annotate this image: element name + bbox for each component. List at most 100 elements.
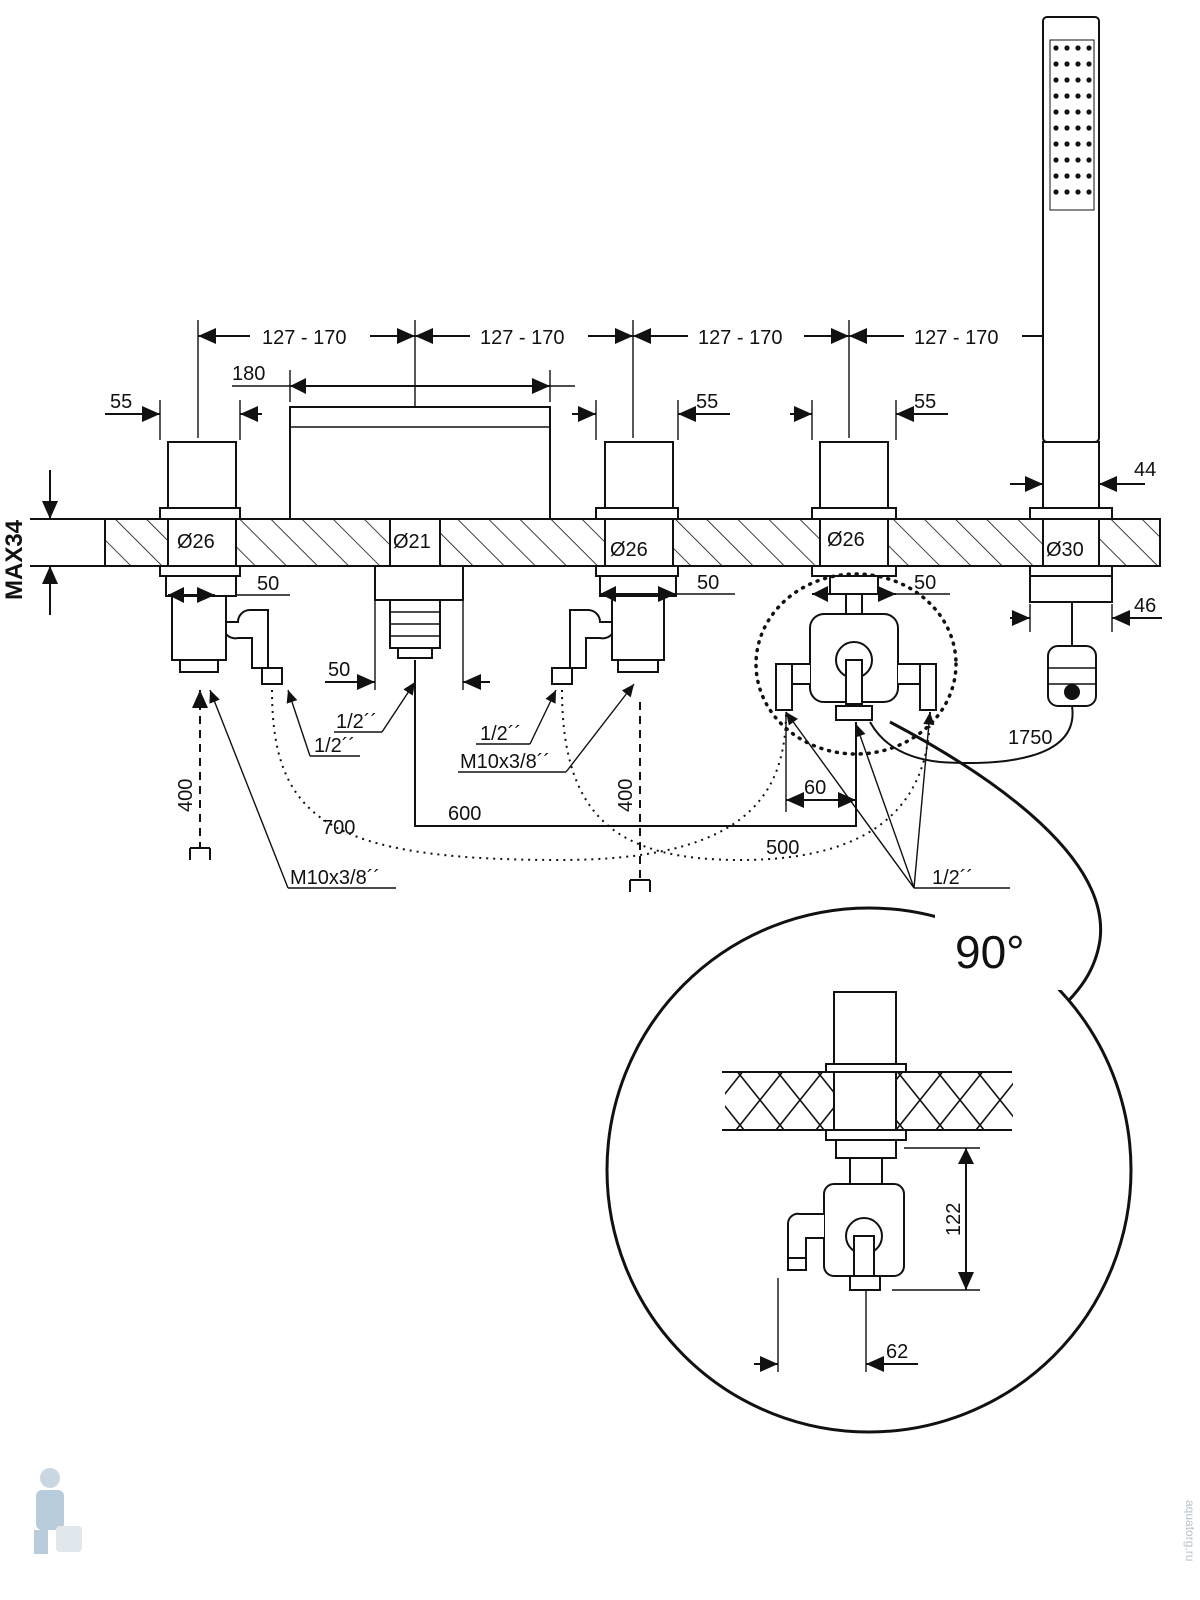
shower-nozzle-dot xyxy=(1086,141,1092,147)
diverter-width-label: 55 xyxy=(914,391,936,413)
spacing-2: 127 - 170 xyxy=(480,327,565,349)
mid-handle-width-dim: 55 xyxy=(572,391,730,440)
detail-view: 90° 122 62 xyxy=(605,900,1133,1434)
shower-nozzle-dot xyxy=(1086,77,1092,83)
shower-holder: Ø30 xyxy=(1029,441,1113,707)
plumber-mascot-icon xyxy=(34,1468,82,1554)
shower-nozzle-dot xyxy=(1053,45,1059,51)
hose-500-label: 500 xyxy=(766,837,799,859)
shower-nozzle-dot xyxy=(1075,77,1081,83)
shower-nozzle-dots xyxy=(1053,45,1092,195)
shower-nozzle-dot xyxy=(1053,93,1059,99)
spout: Ø21 xyxy=(289,406,551,659)
thread-half-d: 1/2´´ xyxy=(932,867,973,889)
dia-mid-label: Ø26 xyxy=(610,539,648,561)
spacing-1: 127 - 170 xyxy=(262,327,347,349)
shower-nozzle-dot xyxy=(1053,77,1059,83)
hose-600-label: 600 xyxy=(448,803,481,825)
spout-below-label: 50 xyxy=(328,659,350,681)
shower-nozzle-dot xyxy=(1064,93,1070,99)
shower-nozzle-dot xyxy=(1075,45,1081,51)
supply-hoses: 400 400 700 500 600 60 xyxy=(175,660,931,892)
shower-nozzle-dot xyxy=(1075,109,1081,115)
shower-nozzle-dot xyxy=(1075,173,1081,179)
left-handle-width-dim: 55 xyxy=(105,391,262,440)
shower-nozzle-dot xyxy=(1053,125,1059,131)
shower-nozzle-dot xyxy=(1064,189,1070,195)
shower-nozzle-dot xyxy=(1053,61,1059,67)
max-thickness-dimension: MAX34 xyxy=(1,470,58,615)
shower-nozzle-dot xyxy=(1075,157,1081,163)
diverter-handle: Ø26 xyxy=(775,441,937,721)
shower-nozzle-dot xyxy=(1086,189,1092,195)
spout-width-dimension: 180 xyxy=(232,363,575,402)
offset-60-label: 60 xyxy=(804,777,826,799)
shower-nozzle-dot xyxy=(1064,109,1070,115)
shower-nozzle-dot xyxy=(1086,61,1092,67)
shower-nozzle-dot xyxy=(1086,125,1092,131)
left-mixer-handle: Ø26 xyxy=(159,441,283,685)
thread-m10-left: M10x3/8´´ xyxy=(290,867,380,889)
shower-holder-width-dim: 44 xyxy=(1010,459,1156,500)
shower-nozzle-dot xyxy=(1064,45,1070,51)
mid-below-dim: 50 xyxy=(600,572,735,602)
shower-nozzle-dot xyxy=(1075,61,1081,67)
hose-400-mid-label: 400 xyxy=(615,779,637,812)
mid-handle-width-label: 55 xyxy=(696,391,718,413)
shower-nozzle-dot xyxy=(1086,93,1092,99)
shower-holder-width-label: 44 xyxy=(1134,459,1156,481)
shower-nozzle-dot xyxy=(1064,173,1070,179)
thread-m10-mid: M10x3/8´´ xyxy=(460,751,550,773)
dia-shower-label: Ø30 xyxy=(1046,539,1084,561)
shower-nozzle-dot xyxy=(1053,189,1059,195)
detail-height-label: 122 xyxy=(943,1203,965,1236)
shower-nozzle-dot xyxy=(1086,157,1092,163)
hand-shower xyxy=(1042,16,1100,443)
hose-400-left-label: 400 xyxy=(175,779,197,812)
hose-700-label: 700 xyxy=(322,817,355,839)
shower-nozzle-dot xyxy=(1064,141,1070,147)
shower-nozzle-dot xyxy=(1064,125,1070,131)
dia-left-label: Ø26 xyxy=(177,531,215,553)
max-thickness-label: MAX34 xyxy=(1,519,28,600)
hose-length-label: 1750 xyxy=(1008,727,1053,749)
thread-half-b: 1/2´´ xyxy=(314,735,355,757)
shower-nozzle-dot xyxy=(1064,61,1070,67)
diverter-width-dim: 55 xyxy=(790,391,948,440)
shower-nozzle-dot xyxy=(1086,45,1092,51)
spacing-4: 127 - 170 xyxy=(914,327,999,349)
dia-diverter-label: Ø26 xyxy=(827,529,865,551)
shower-nozzle-dot xyxy=(1053,141,1059,147)
shower-nozzle-dot xyxy=(1053,109,1059,115)
shower-nozzle-dot xyxy=(1053,173,1059,179)
shower-nozzle-dot xyxy=(1075,125,1081,131)
shower-nozzle-dot xyxy=(1075,189,1081,195)
shower-below-label: 46 xyxy=(1134,595,1156,617)
shower-nozzle-dot xyxy=(1053,157,1059,163)
diverter-dotted-circle xyxy=(754,572,958,756)
watermark-text: aquatorg.ru xyxy=(1183,1500,1197,1561)
spout-below-dim: 50 xyxy=(325,600,490,690)
thread-callouts: 1/2´´ 1/2´´ 1/2´´ M10x3/8´´ M10x3/8´´ 1/… xyxy=(209,681,1010,889)
diverter-below-label: 50 xyxy=(914,572,936,594)
shower-nozzle-dot xyxy=(1086,109,1092,115)
shower-nozzle-dot xyxy=(1075,93,1081,99)
thread-half-c: 1/2´´ xyxy=(480,723,521,745)
detail-angle-label: 90° xyxy=(955,926,1025,978)
detail-width-label: 62 xyxy=(886,1341,908,1363)
thread-half-a: 1/2´´ xyxy=(336,711,377,733)
shower-nozzle-dot xyxy=(1086,173,1092,179)
dia-spout-label: Ø21 xyxy=(393,531,431,553)
spacing-3: 127 - 170 xyxy=(698,327,783,349)
mid-below-label: 50 xyxy=(697,572,719,594)
spout-width-label: 180 xyxy=(232,363,265,385)
left-below-label: 50 xyxy=(257,573,279,595)
left-handle-width-label: 55 xyxy=(110,391,132,413)
shower-hose: 1750 xyxy=(869,705,1074,764)
shower-nozzle-dot xyxy=(1064,77,1070,83)
left-below-dim: 50 xyxy=(168,573,290,603)
detail-leader xyxy=(889,720,1103,1009)
diverter-below-dim: 50 xyxy=(812,572,950,602)
middle-mixer-handle: Ø26 xyxy=(551,441,679,685)
